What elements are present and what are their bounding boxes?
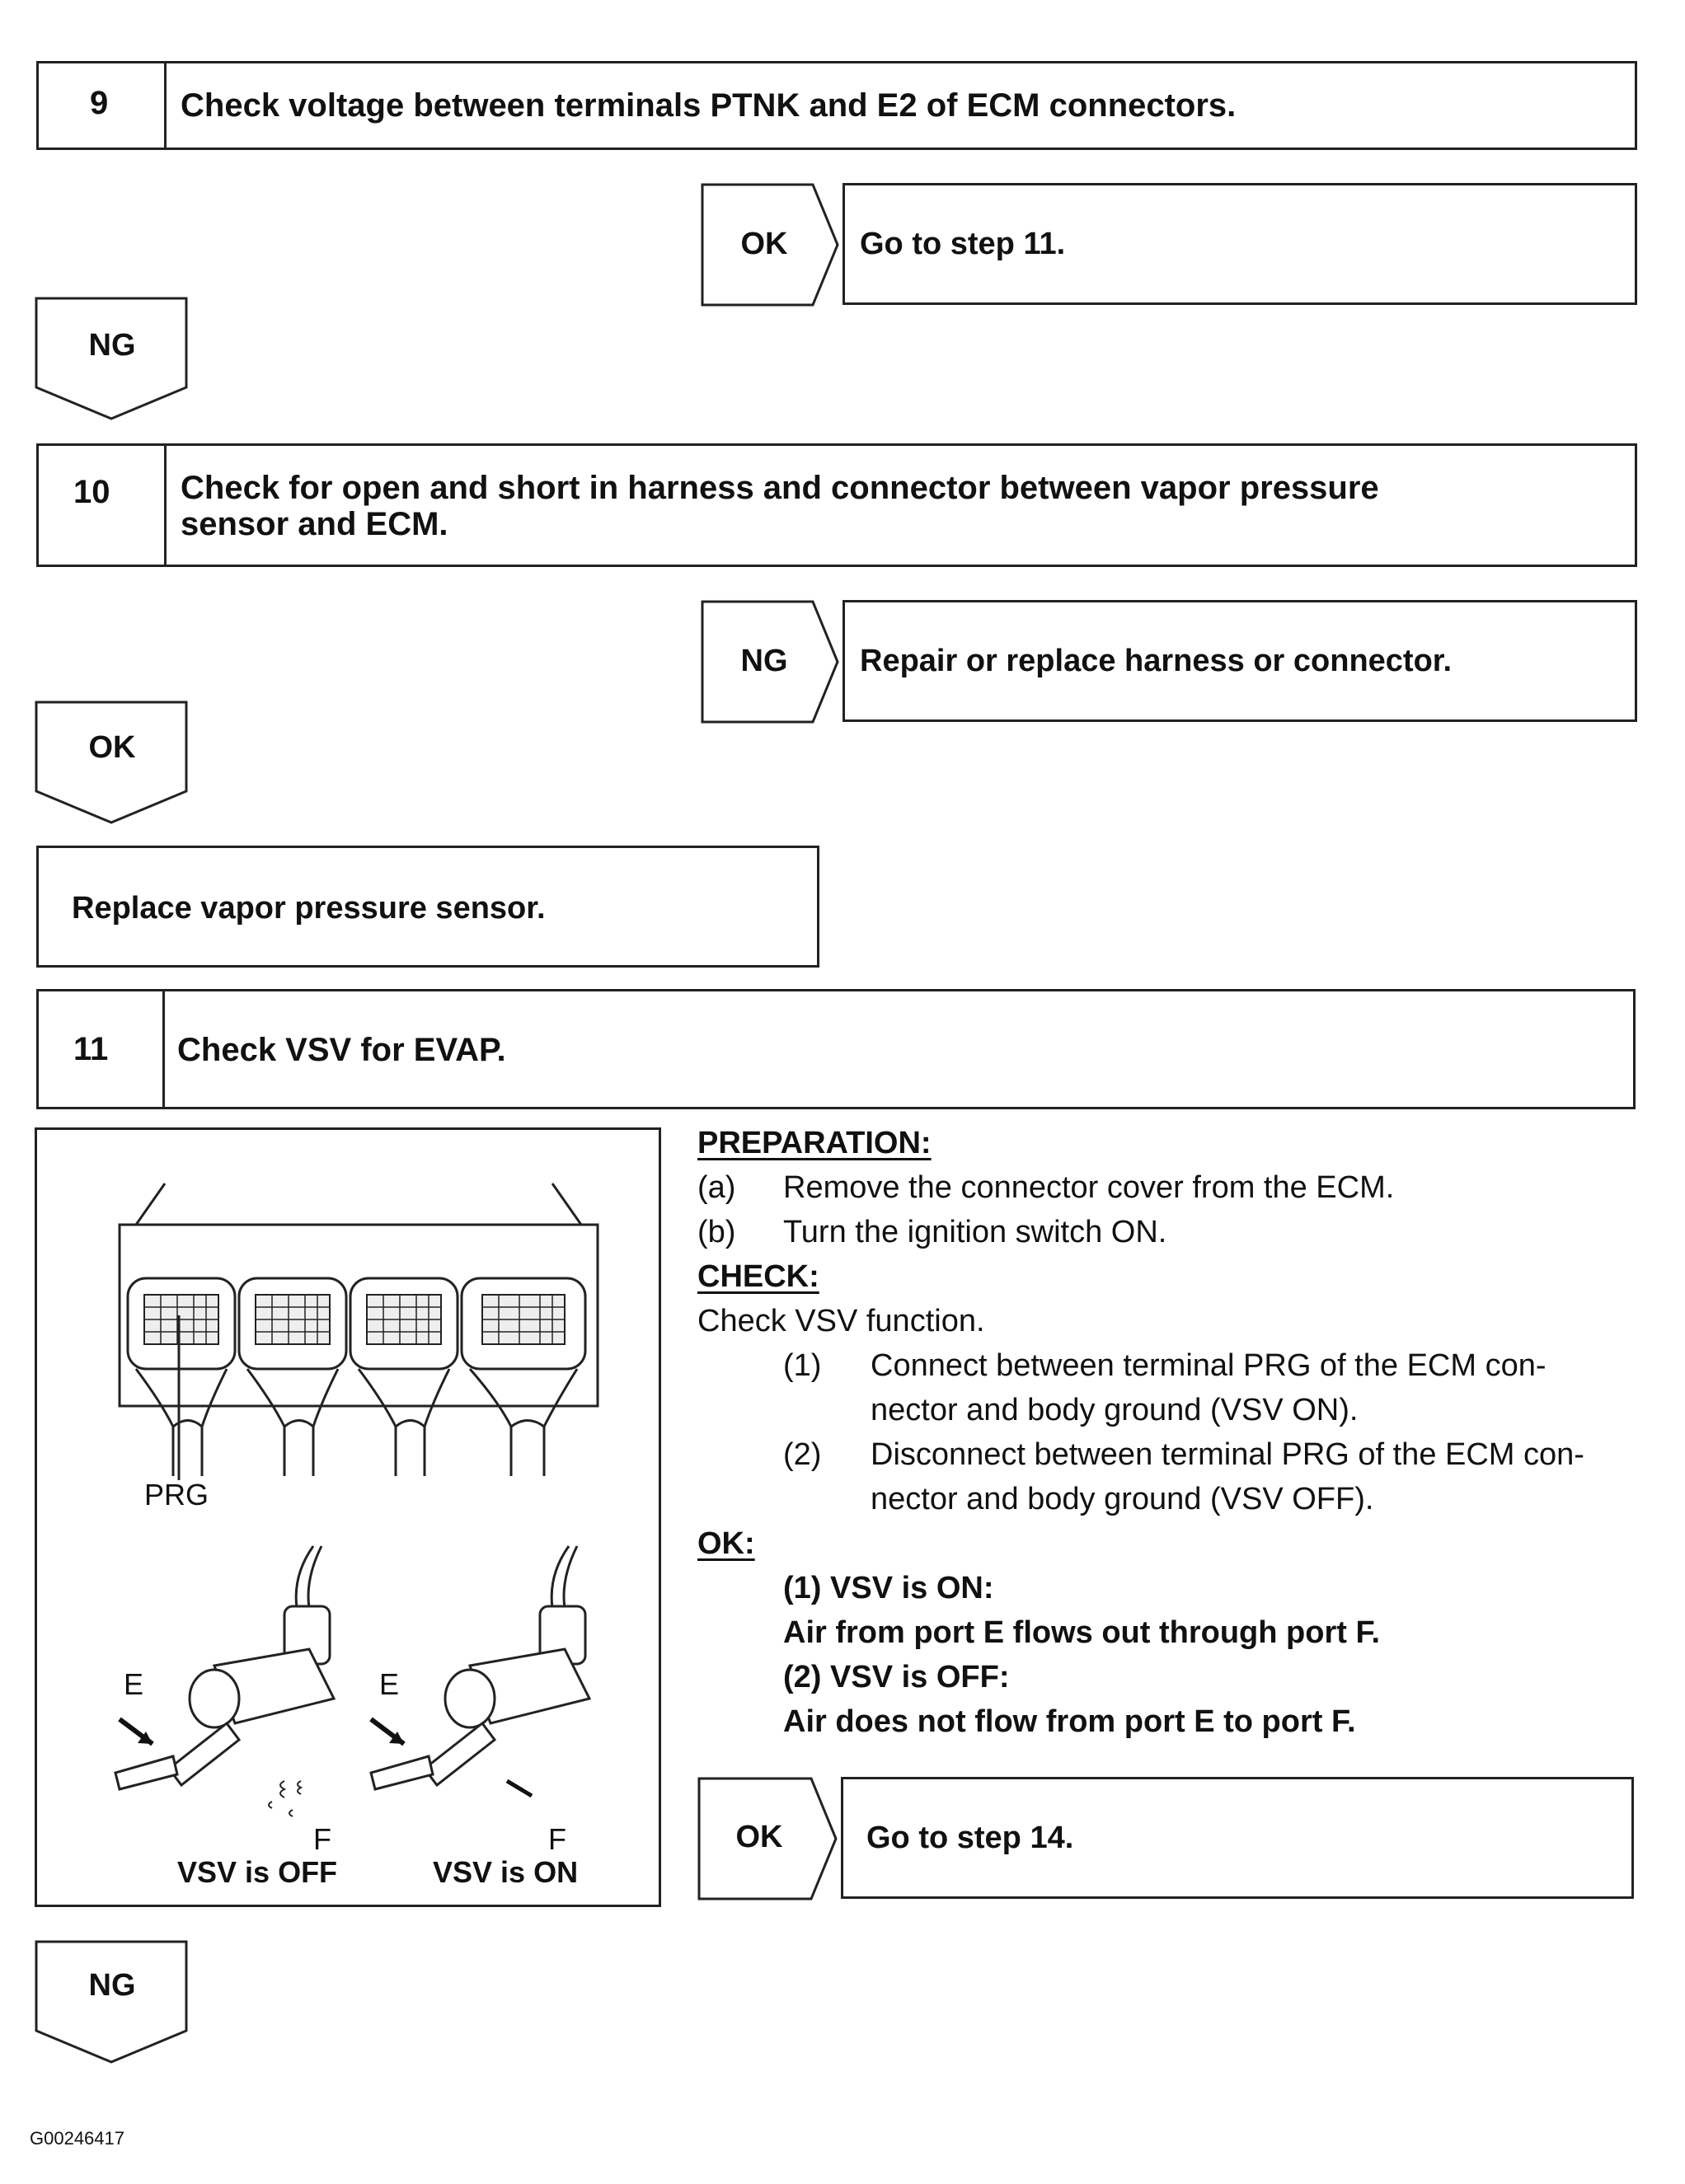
figure-code: G00246417 <box>30 2128 124 2149</box>
ok-line-1: (1) VSV is ON: <box>783 1571 994 1605</box>
ecm-connectors-illustration <box>114 1183 599 1817</box>
check-2-line1: Disconnect between terminal PRG of the E… <box>871 1437 1584 1472</box>
ng-arrow-box <box>701 600 839 724</box>
divider <box>164 63 167 148</box>
prep-mark-b: (b) <box>697 1215 736 1249</box>
step-title-line1: Check for open and short in harness and … <box>181 470 1379 506</box>
port-f-label-right: F <box>548 1822 566 1856</box>
ok-down-arrow <box>35 701 188 824</box>
result-text: Go to step 14. <box>866 1821 1074 1855</box>
ok-label: OK <box>88 730 136 765</box>
prep-text-a: Remove the connector cover from the ECM. <box>783 1170 1395 1205</box>
ok-line-2: Air from port E flows out through port F… <box>783 1615 1381 1650</box>
prep-mark-a: (a) <box>697 1170 736 1205</box>
ng-down-arrow <box>35 297 188 420</box>
ok-header: OK: <box>697 1526 755 1561</box>
step-10-header: 10 Check for open and short in harness a… <box>36 443 1637 567</box>
divider <box>162 991 165 1107</box>
result-text: Repair or replace harness or connector. <box>860 644 1453 678</box>
port-e-label-left: E <box>124 1667 144 1701</box>
ok-line-3: (2) VSV is OFF: <box>783 1660 1010 1694</box>
caption-vsv-off: VSV is OFF <box>177 1855 338 1889</box>
action-text: Replace vapor pressure sensor. <box>72 891 546 926</box>
step-title-line2: sensor and ECM. <box>181 506 448 542</box>
port-f-label-left: F <box>313 1822 331 1856</box>
check-1-line2: nector and body ground (VSV ON). <box>871 1393 1359 1427</box>
ng-label: NG <box>88 1968 136 2003</box>
caption-vsv-on: VSV is ON <box>433 1855 579 1889</box>
step-number: 10 <box>73 474 110 510</box>
step-9-header: 9 Check voltage between terminals PTNK a… <box>36 61 1637 150</box>
ok-label: OK <box>740 227 788 261</box>
step-11-ok-result-box: Go to step 14. <box>841 1777 1634 1899</box>
prg-label: PRG <box>144 1478 209 1511</box>
step-9-ok-result-box: Go to step 11. <box>842 183 1637 305</box>
result-text: Go to step 11. <box>860 227 1066 261</box>
preparation-header: PREPARATION: <box>697 1126 932 1160</box>
check-intro: Check VSV function. <box>697 1304 985 1338</box>
step-11-header: 11 Check VSV for EVAP. <box>36 989 1636 1109</box>
step-number: 9 <box>90 85 109 121</box>
step-10-ng-result-box: Repair or replace harness or connector. <box>842 600 1637 722</box>
replace-sensor-box: Replace vapor pressure sensor. <box>36 846 819 968</box>
check-header: CHECK: <box>697 1259 819 1294</box>
step-number: 11 <box>73 1031 109 1067</box>
step-title: Check VSV for EVAP. <box>177 1032 506 1068</box>
prep-text-b: Turn the ignition switch ON. <box>783 1215 1167 1249</box>
ng-label: NG <box>740 644 788 678</box>
check-mark-2: (2) <box>783 1437 822 1472</box>
ng-down-arrow <box>35 1940 188 2064</box>
divider <box>164 446 167 565</box>
ok-arrow-box <box>697 1777 838 1900</box>
ecm-vsv-figure: PRG E F E F VSV is OFF VSV is ON <box>35 1127 661 1907</box>
check-2-line2: nector and body ground (VSV OFF). <box>871 1482 1374 1516</box>
ok-label: OK <box>735 1820 783 1854</box>
ok-arrow-box <box>701 183 839 307</box>
ok-line-4: Air does not flow from port E to port F. <box>783 1704 1356 1739</box>
check-mark-1: (1) <box>783 1348 822 1383</box>
port-e-label-right: E <box>379 1667 400 1701</box>
check-1-line1: Connect between terminal PRG of the ECM … <box>871 1348 1547 1383</box>
step-title: Check voltage between terminals PTNK and… <box>181 87 1237 124</box>
ng-label: NG <box>88 328 136 363</box>
